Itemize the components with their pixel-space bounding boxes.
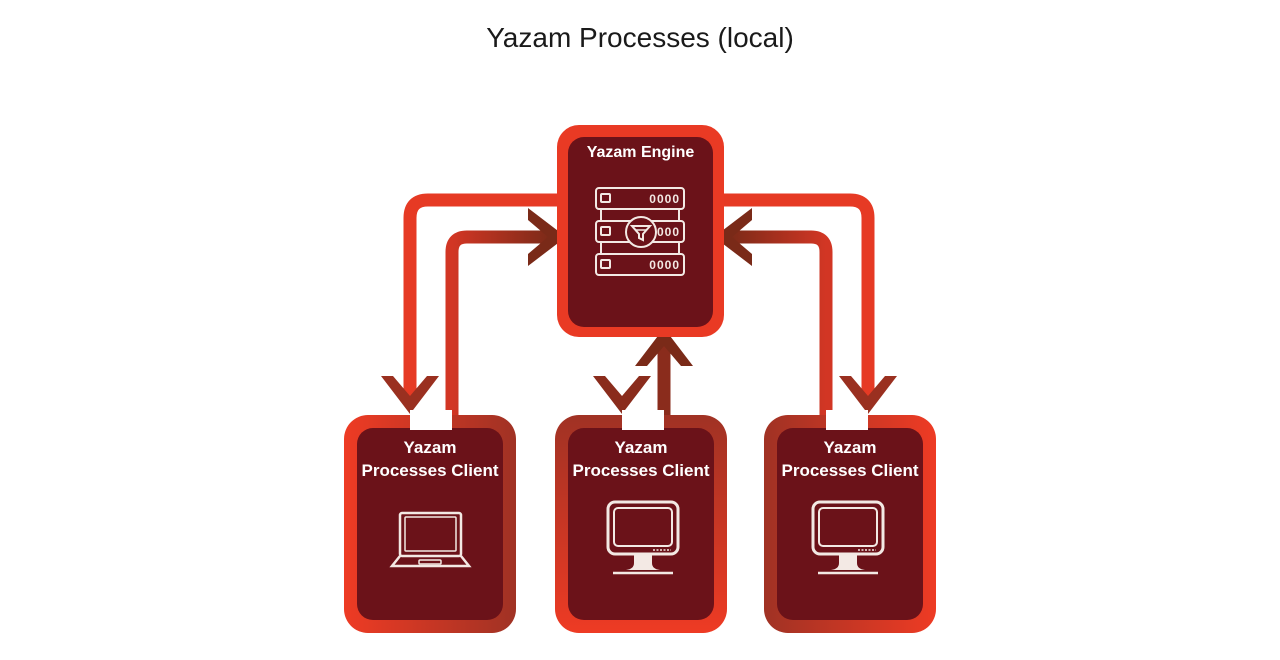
arrowhead-left-engine [714, 208, 752, 266]
client-2-label-line2: Processes Client [572, 461, 710, 480]
client-2-label: Yazam Processes Client [568, 436, 714, 482]
server-filter-icon [595, 187, 685, 276]
arrowhead-down-client-3 [839, 376, 897, 414]
arrowhead-right-engine [528, 208, 566, 266]
client-1-label: Yazam Processes Client [357, 436, 503, 482]
client-node-1 [344, 410, 516, 633]
client-3-label: Yazam Processes Client [777, 436, 923, 482]
connector-engine-to-client-3 [716, 193, 875, 398]
engine-label: Yazam Engine [586, 144, 695, 161]
diagram-title: Yazam Processes (local) [486, 22, 794, 53]
arrowhead-down-client-1 [381, 376, 439, 414]
client-1-label-line2: Processes Client [361, 461, 499, 480]
rack-digits-1: 0000 [649, 192, 680, 206]
desktop-monitor-icon [811, 500, 885, 575]
client-1-label-line1: Yazam [403, 438, 457, 457]
connector-client-3-to-engine [728, 230, 833, 420]
arrowhead-up-engine [635, 328, 693, 366]
client-3-label-line2: Processes Client [781, 461, 919, 480]
connector-engine-to-client-1 [403, 193, 565, 398]
rack-digits-3: 0000 [649, 258, 680, 272]
rack-digits-2: 000 [657, 225, 680, 239]
client-node-3 [764, 410, 936, 633]
client-node-2 [555, 410, 727, 633]
laptop-icon [389, 511, 472, 568]
client-3-label-line1: Yazam [823, 438, 877, 457]
arrowhead-down-client-2 [593, 376, 651, 414]
desktop-monitor-icon [606, 500, 680, 575]
connector-client-1-to-engine [445, 230, 552, 420]
client-2-label-line1: Yazam [614, 438, 668, 457]
